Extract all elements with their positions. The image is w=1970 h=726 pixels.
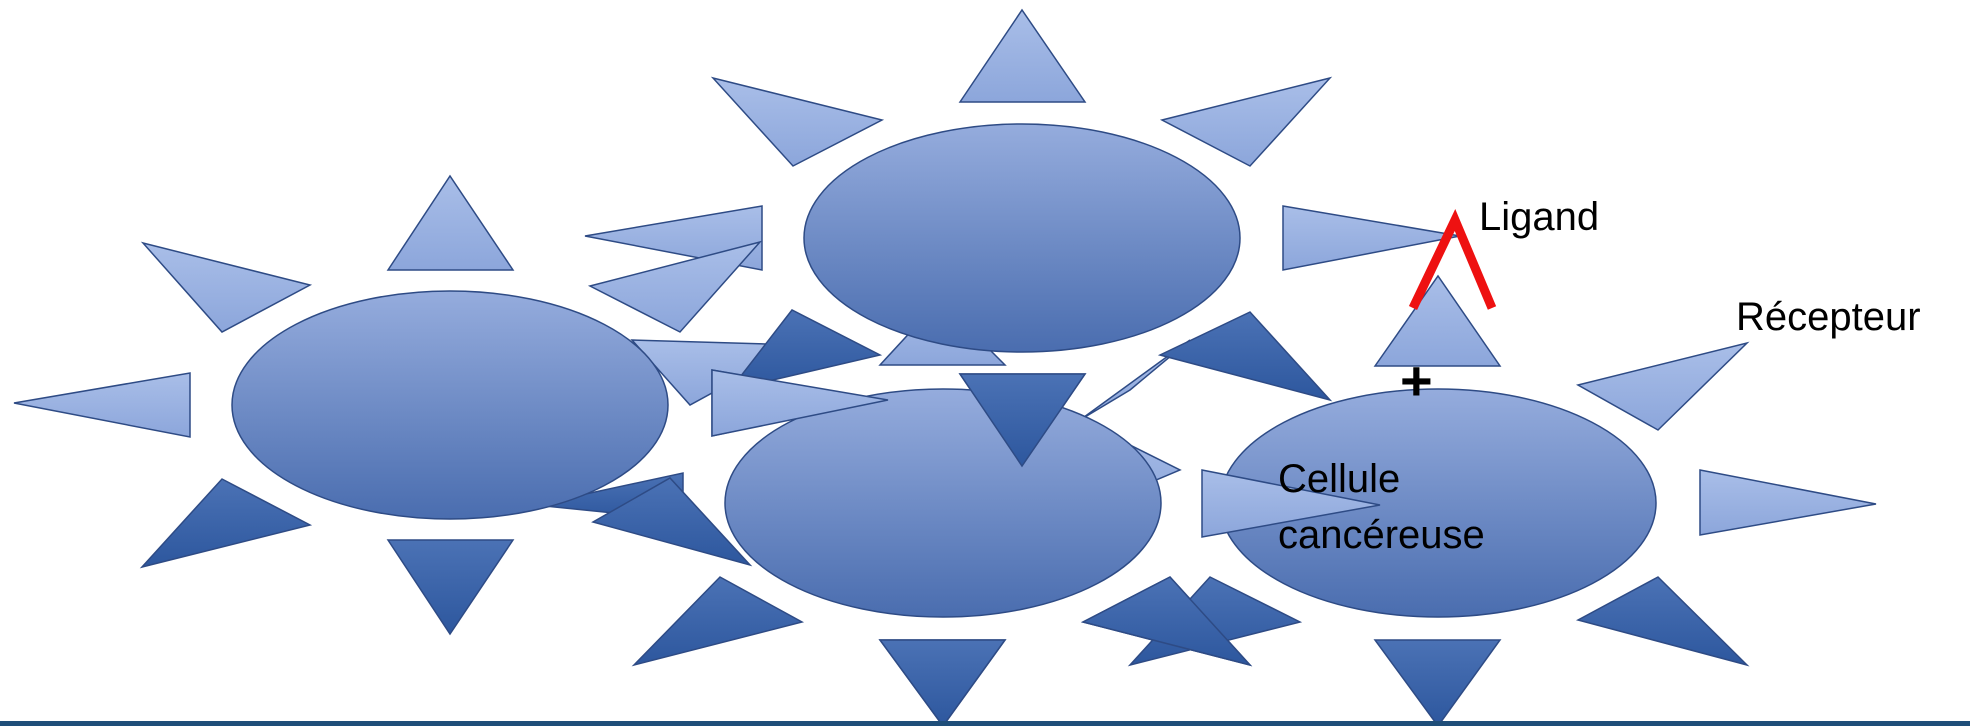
receptor-triangle [1079, 339, 1191, 421]
receptor-triangle [710, 76, 885, 167]
receptor-triangle [140, 241, 313, 333]
receptor-triangle [1373, 639, 1502, 726]
receptor-triangle [386, 539, 515, 636]
receptor-triangle [878, 639, 1007, 726]
receptor-triangle [958, 373, 1087, 468]
receptor-triangle [1201, 469, 1381, 538]
bottom-bar [0, 721, 1970, 726]
receptor-triangle [1575, 341, 1750, 431]
label-recepteur: Récepteur [1736, 295, 1921, 339]
plus-sign: + [1400, 349, 1433, 412]
receptor-triangle [711, 369, 889, 437]
front-receptors [711, 369, 1381, 726]
ligand-shape [1408, 209, 1497, 310]
cell-4-receptors [1373, 274, 1877, 726]
receptor-triangle [587, 240, 763, 333]
receptor-triangle [139, 478, 313, 569]
cell-3 [724, 388, 1162, 618]
receptor-triangle [13, 372, 191, 438]
label-ligand: Ligand [1479, 195, 1599, 239]
receptor-triangle [1282, 205, 1461, 271]
ligand-icon [1408, 209, 1497, 310]
cell-1 [231, 290, 669, 520]
receptor-triangle [728, 309, 883, 392]
receptor-triangle [1575, 576, 1750, 667]
receptor-triangle [958, 8, 1087, 103]
cell-2 [803, 123, 1241, 353]
label-cancereuse: cancéreuse [1278, 513, 1485, 557]
receptor-triangle [1157, 311, 1333, 402]
receptor-triangle [1080, 576, 1253, 667]
label-cellule: Cellule [1278, 457, 1400, 501]
receptor-triangle [591, 477, 753, 567]
receptor-triangle [386, 174, 515, 271]
receptor-triangle [1159, 76, 1333, 167]
receptor-triangle [1373, 274, 1502, 367]
receptor-triangle [1699, 469, 1877, 536]
receptor-triangle [631, 576, 805, 667]
